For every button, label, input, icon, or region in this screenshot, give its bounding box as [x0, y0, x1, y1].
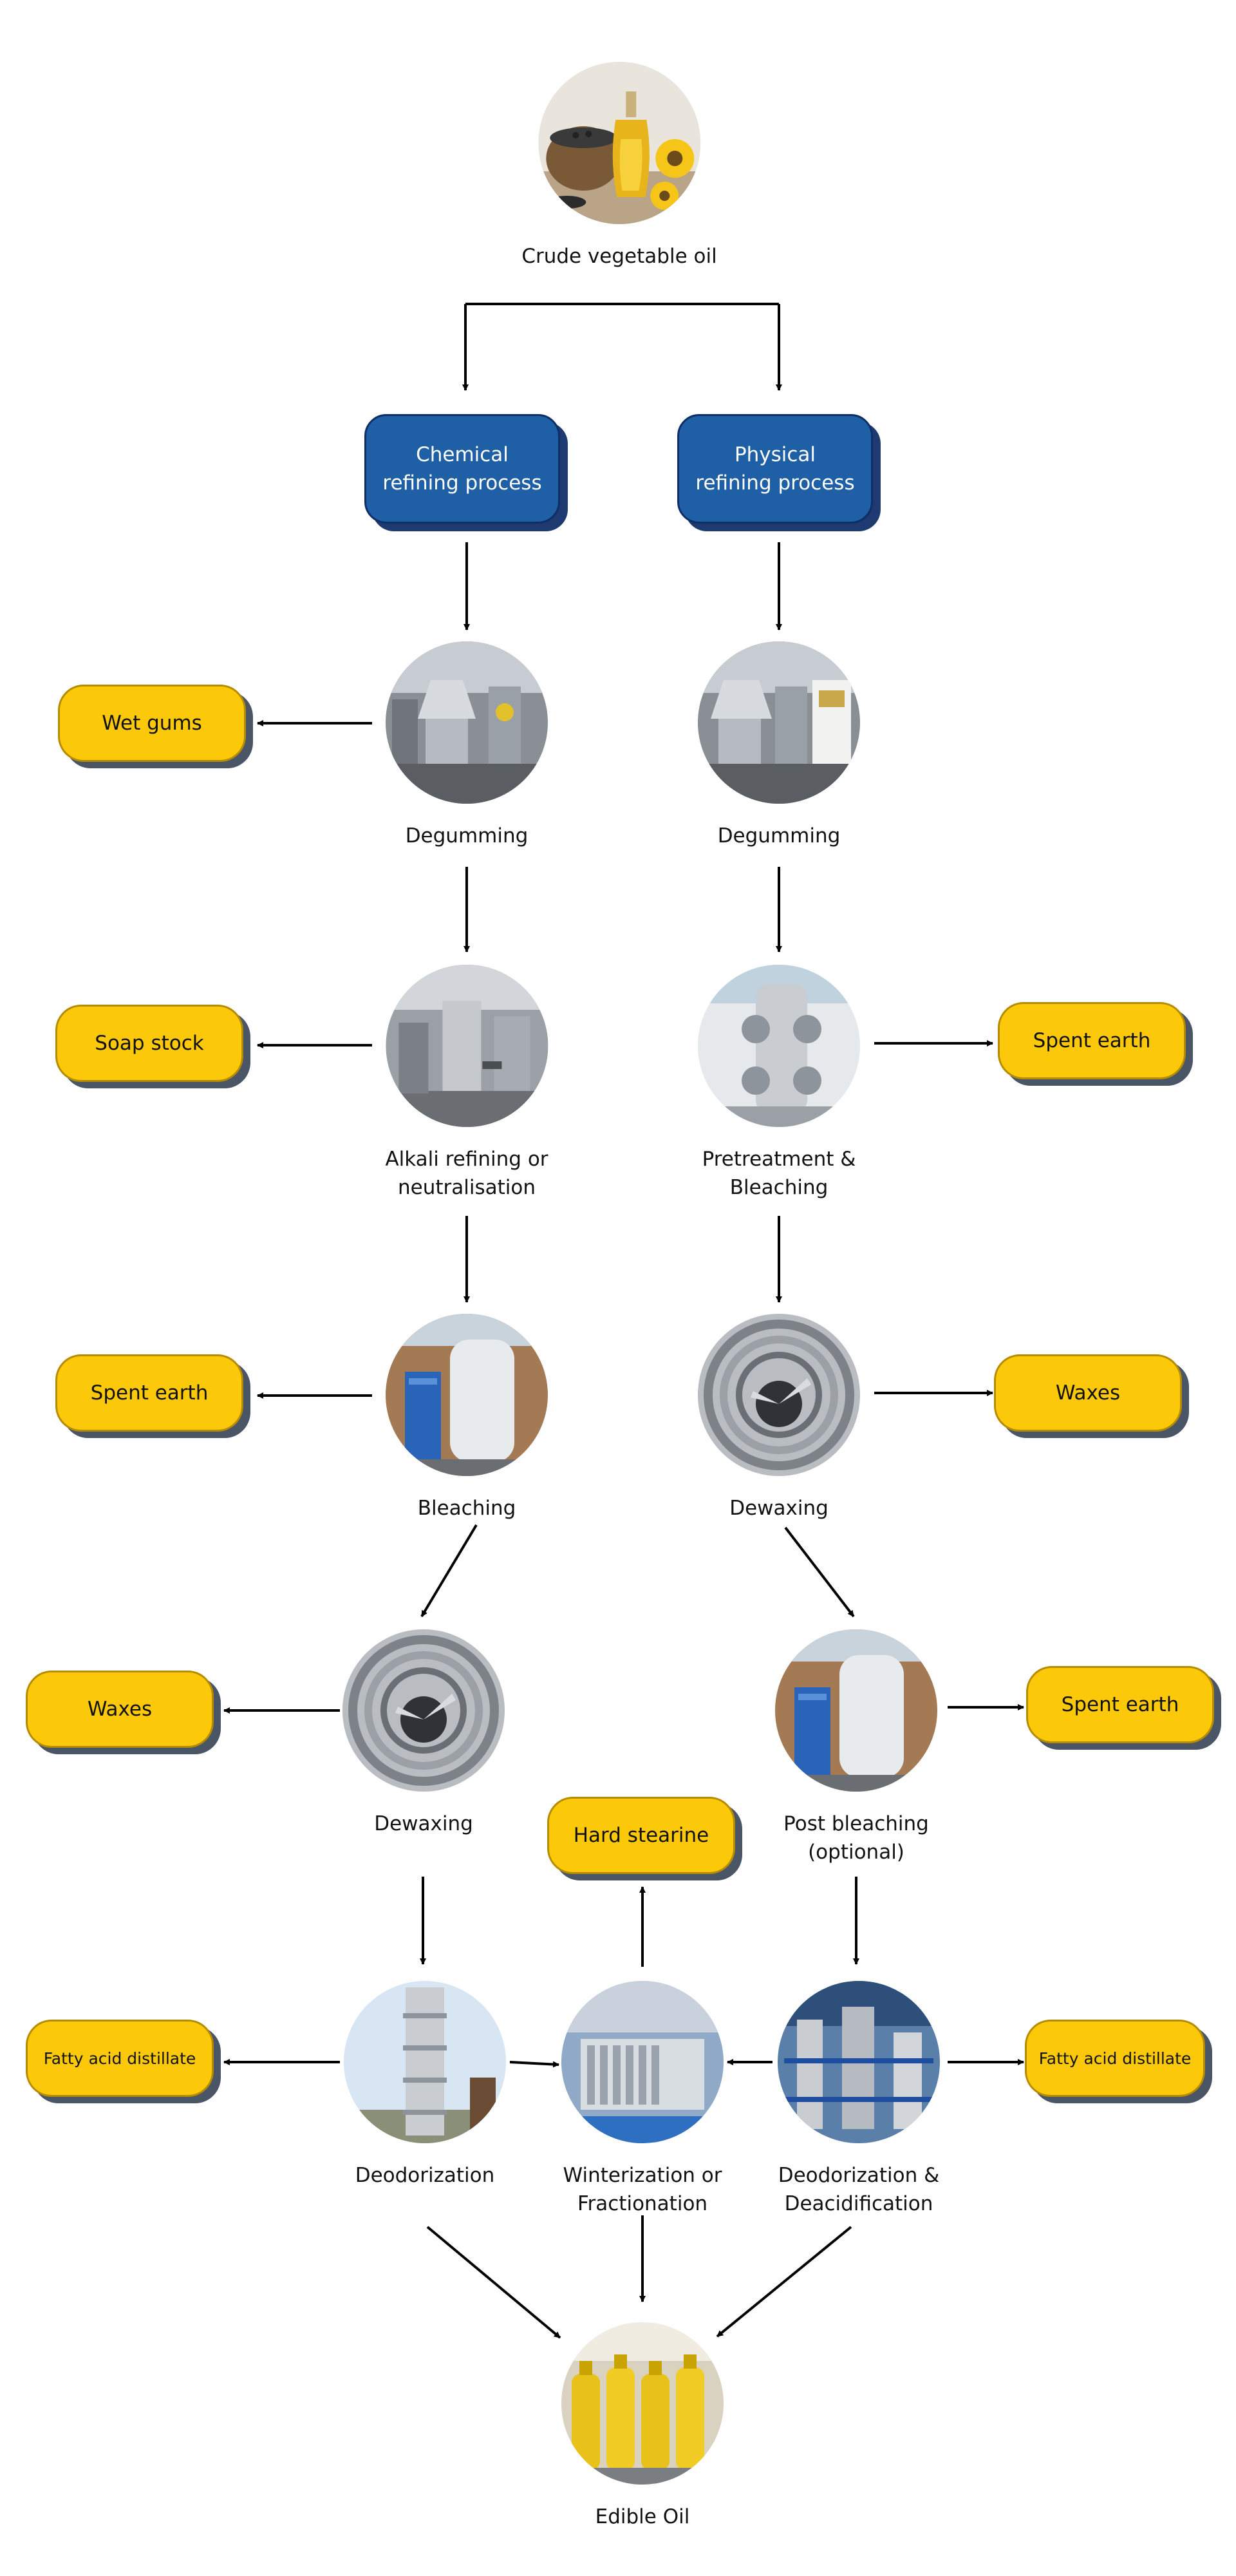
chem-dewaxing-label: Dewaxing [374, 1812, 473, 1835]
winterization-line-2: Fractionation [577, 2192, 708, 2215]
phys-postbleach-label: Post bleaching (optional) [775, 1810, 937, 1866]
phys-postbleach-line-1: Post bleaching [783, 1812, 929, 1835]
filter-press-icon [561, 1981, 724, 2143]
phys-pretreatment-line-1: Pretreatment & [702, 1148, 856, 1171]
chemical-refining-label: Chemical refining process [382, 443, 542, 495]
chem-alkali-label: Alkali refining or neutralisation [385, 1145, 548, 1202]
phys-pretreatment-node: Pretreatment & Bleaching [698, 965, 860, 1202]
chem-deodorization-node: Deodorization [344, 1981, 506, 2190]
waxes-phys-label: Waxes [1055, 1381, 1121, 1405]
oil-bottles-icon [561, 2322, 724, 2485]
bleaching-vessel-icon [775, 1629, 937, 1792]
arrow-deodorization-to-edible [426, 2226, 561, 2339]
source-label: Crude vegetable oil [521, 245, 717, 268]
physical-refining-label: Physical refining process [695, 443, 855, 495]
soap-stock-label: Soap stock [95, 1032, 204, 1055]
chem-dewaxing-node: Dewaxing [342, 1629, 505, 1838]
phys-dewaxing-node: Dewaxing [698, 1314, 860, 1522]
phys-deodorization-label: Deodorization & Deacidification [778, 2161, 940, 2218]
byproduct-waxes-phys: Waxes [994, 1354, 1182, 1432]
chem-deodorization-label: Deodorization [355, 2164, 495, 2187]
byproduct-wet-gums: Wet gums [58, 685, 246, 762]
phys-postbleach-node: Post bleaching (optional) [775, 1629, 937, 1866]
chem-alkali-node: Alkali refining or neutralisation [385, 965, 548, 1202]
bleaching-vessel-icon [386, 1314, 548, 1476]
phys-postbleach-line-2: (optional) [808, 1841, 904, 1864]
filter-duct-icon [698, 1314, 860, 1476]
phys-degumming-node: Degumming [698, 641, 860, 850]
winterization-node: Winterization or Fractionation [561, 1981, 724, 2218]
bleaching-vessel-icon [698, 965, 860, 1127]
spent-earth-post-label: Spent earth [1061, 1693, 1179, 1716]
phys-dewaxing-label: Dewaxing [729, 1497, 829, 1520]
phys-pretreatment-label: Pretreatment & Bleaching [698, 1145, 860, 1202]
fatty-acid-phys-label: Fatty acid distillate [1038, 2049, 1192, 2068]
deodorizer-column-icon [344, 1981, 506, 2143]
chem-alkali-line-1: Alkali refining or [385, 1148, 548, 1171]
byproduct-spent-earth-phys: Spent earth [998, 1002, 1186, 1079]
hard-stearine-label: Hard stearine [573, 1824, 709, 1847]
chem-degumming-label: Degumming [405, 824, 529, 848]
byproduct-fatty-acid-phys: Fatty acid distillate [1025, 2020, 1205, 2097]
winterization-label: Winterization or Fractionation [561, 2161, 724, 2218]
physical-refining-box: Physical refining process [677, 414, 873, 524]
byproduct-spent-earth-chem: Spent earth [55, 1354, 243, 1432]
filter-duct-icon [342, 1629, 505, 1792]
arrow-deodorization-to-winterization [509, 2061, 559, 2068]
chemical-refining-box: Chemical refining process [364, 414, 560, 524]
chem-bleaching-label: Bleaching [417, 1497, 516, 1520]
chem-alkali-line-2: neutralisation [397, 1176, 536, 1199]
spent-earth-phys-label: Spent earth [1033, 1029, 1151, 1052]
arrow-dewaxing-postbleach [784, 1526, 855, 1618]
phys-pretreatment-line-2: Bleaching [729, 1176, 829, 1199]
oil-bottle-sunflower-icon [538, 62, 700, 224]
winterization-line-1: Winterization or [563, 2164, 722, 2187]
phys-deodorization-node: Deodorization & Deacidification [778, 1981, 940, 2218]
chem-degumming-node: Degumming [386, 641, 548, 850]
centrifuge-separator-icon [698, 641, 860, 804]
source-node: Crude vegetable oil [521, 62, 717, 270]
phys-deodorization-line-2: Deacidification [784, 2192, 933, 2215]
phys-deodorization-line-1: Deodorization & [778, 2164, 940, 2187]
arrow-phys-deodorization-to-edible [716, 2226, 852, 2338]
chem-bleaching-node: Bleaching [386, 1314, 548, 1522]
refinery-plant-icon [778, 1981, 940, 2143]
byproduct-hard-stearine: Hard stearine [547, 1797, 735, 1874]
waxes-chem-label: Waxes [87, 1698, 153, 1721]
edible-oil-node: Edible Oil [561, 2322, 724, 2531]
spent-earth-chem-label: Spent earth [90, 1381, 209, 1405]
arrow-bleaching-dewaxing [420, 1524, 478, 1618]
byproduct-spent-earth-post: Spent earth [1026, 1666, 1214, 1743]
byproduct-soap-stock: Soap stock [55, 1005, 243, 1082]
centrifuge-separator-icon [386, 965, 548, 1127]
edible-oil-label: Edible Oil [595, 2505, 690, 2528]
wet-gums-label: Wet gums [102, 712, 202, 735]
fatty-acid-chem-label: Fatty acid distillate [43, 2049, 196, 2068]
phys-degumming-label: Degumming [717, 824, 841, 848]
byproduct-fatty-acid-chem: Fatty acid distillate [26, 2020, 214, 2097]
byproduct-waxes-chem: Waxes [26, 1671, 214, 1748]
centrifuge-separator-icon [386, 641, 548, 804]
